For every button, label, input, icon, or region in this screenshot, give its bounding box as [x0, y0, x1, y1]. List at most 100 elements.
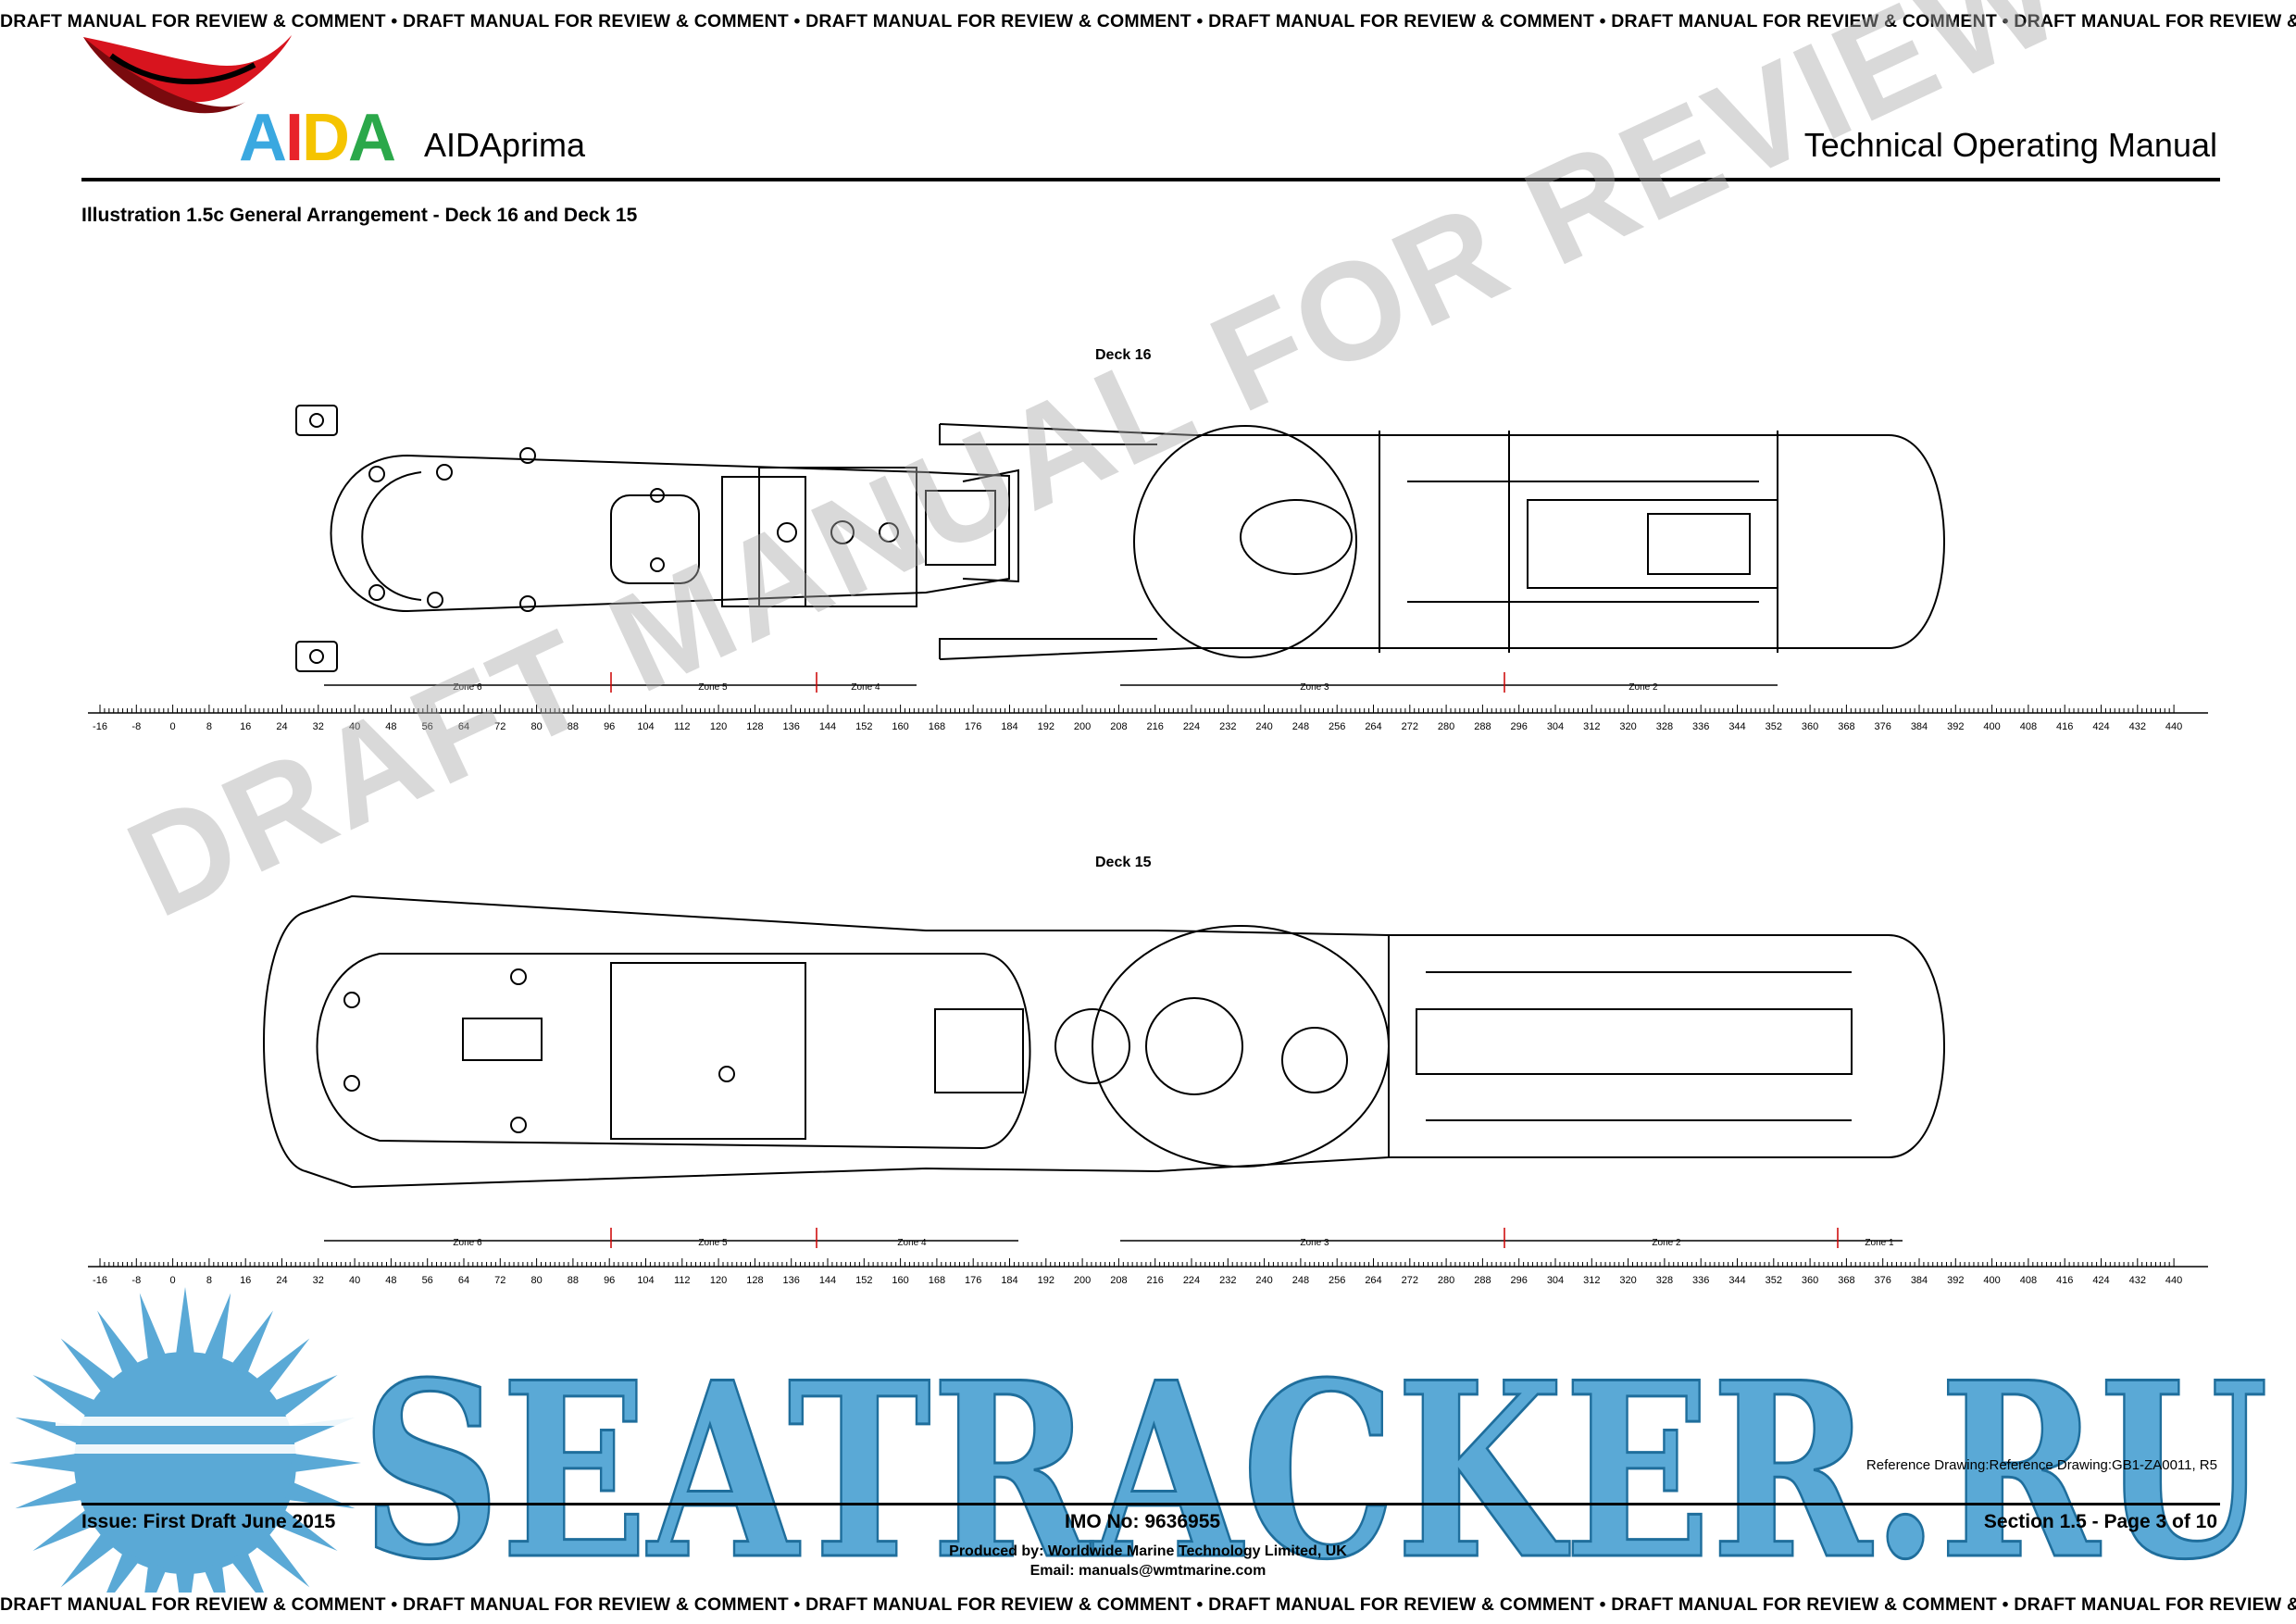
frame-scale-label: 56 [422, 1275, 433, 1286]
frame-scale-label: 280 [1438, 1275, 1454, 1286]
sun-ray [230, 1310, 273, 1376]
frame-scale-label: 88 [568, 721, 579, 732]
frame-scale-label: 40 [349, 1275, 360, 1286]
frame-scale-label: 64 [458, 1275, 469, 1286]
frame-scale-label: 224 [1183, 721, 1200, 732]
sun-ray [32, 1375, 98, 1418]
frame-scale-label: 240 [1255, 1275, 1272, 1286]
frame-scale-label: 208 [1110, 1275, 1127, 1286]
sun-ray [9, 1453, 80, 1473]
frame-scale-label: -16 [93, 721, 107, 732]
frame-scale-label: 288 [1474, 1275, 1491, 1286]
deck-15-plan [263, 894, 1945, 1189]
deck-16-zone-4-label: Zone 4 [851, 682, 880, 693]
deck-15-zone-5-label: Zone 5 [698, 1238, 728, 1248]
sun-ray [144, 1562, 168, 1593]
frame-scale-label: 248 [1292, 721, 1309, 732]
contact-email: Email: manuals@wmtmarine.com [1029, 1563, 1267, 1579]
seatracker-overlay: SEATRACKER.RU [9, 1287, 2270, 1593]
frame-scale-label: 8 [206, 721, 212, 732]
frame-scale-label: 112 [674, 721, 691, 732]
frame-scale-label: 72 [494, 721, 505, 732]
sun-ray [203, 1293, 231, 1364]
frame-scale-label: 120 [710, 1275, 727, 1286]
frame-scale-label: 256 [1329, 721, 1345, 732]
sun-ray [60, 1338, 118, 1395]
frame-scale-label: 360 [1802, 721, 1818, 732]
draft-banner-top: DRAFT MANUAL FOR REVIEW & COMMENT • DRAF… [0, 11, 2296, 31]
frame-scale-label: 200 [1074, 1275, 1091, 1286]
issue-text: Issue: First Draft June 2015 [81, 1511, 336, 1532]
sun-ray [272, 1375, 338, 1418]
frame-scale-label: 440 [2165, 1275, 2182, 1286]
frame-scale-label: 192 [1038, 721, 1054, 732]
frame-scale-label: 272 [1402, 721, 1418, 732]
frame-scale-label: 144 [819, 1275, 836, 1286]
frame-scale-label: 80 [530, 721, 542, 732]
frame-scale-label: 280 [1438, 721, 1454, 732]
frame-scale-label: 0 [170, 1275, 176, 1286]
frame-scale-label: 64 [458, 721, 469, 732]
imo-number: IMO No: 9636955 [1065, 1511, 1221, 1532]
deck-16-zone-5-label: Zone 5 [698, 682, 728, 693]
sun-ray [253, 1530, 310, 1588]
frame-scale-label: 336 [1692, 1275, 1709, 1286]
frame-scale-label: 32 [313, 721, 324, 732]
frame-scale-label: 160 [892, 1275, 908, 1286]
sun-ray [139, 1293, 168, 1364]
deck-16-label: Deck 16 [1095, 347, 1152, 363]
frame-scale-label: 248 [1292, 1275, 1309, 1286]
frame-scale-label: 56 [422, 721, 433, 732]
frame-scale-label: 152 [855, 1275, 872, 1286]
frame-scale-label: 424 [2092, 1275, 2109, 1286]
produced-by: Produced by: Worldwide Marine Technology… [949, 1543, 1347, 1559]
frame-scale-label: 184 [1001, 721, 1017, 732]
frame-scale-label: -8 [131, 1275, 141, 1286]
frame-scale-label: 160 [892, 721, 908, 732]
frame-scale-label: 408 [2020, 1275, 2037, 1286]
frame-scale-label: 224 [1183, 1275, 1200, 1286]
frame-scale-label: 352 [1766, 1275, 1782, 1286]
frame-scale-label: 288 [1474, 721, 1491, 732]
frame-scale-label: 128 [746, 1275, 763, 1286]
frame-scale-label: 416 [2056, 721, 2073, 732]
footer-rule [81, 1503, 2220, 1505]
deck-15-label: Deck 15 [1095, 855, 1152, 870]
sun-ray [230, 1550, 264, 1593]
deck-16-plan [295, 405, 1945, 672]
frame-scale-label: 328 [1656, 721, 1673, 732]
frame-scale-label: 48 [385, 1275, 396, 1286]
frame-scale-label: 112 [674, 1275, 691, 1286]
frame-scale-label: 264 [1365, 1275, 1381, 1286]
frame-scale-label: 200 [1074, 721, 1091, 732]
frame-scale-label: 80 [530, 1275, 542, 1286]
frame-scale-label: 368 [1838, 721, 1854, 732]
frame-scale-label: 264 [1365, 721, 1381, 732]
frame-scale-label: 432 [2129, 1275, 2146, 1286]
deck-15-zone-3-label: Zone 3 [1300, 1238, 1329, 1248]
frame-scale-label: 440 [2165, 721, 2182, 732]
sun-ray [284, 1480, 356, 1509]
frame-scale-label: 8 [206, 1275, 212, 1286]
frame-scale-label: 400 [1983, 1275, 2000, 1286]
sun-ray [291, 1453, 361, 1473]
frame-scale-label: 192 [1038, 1275, 1054, 1286]
frame-scale-label: 24 [276, 721, 287, 732]
frame-scale-label: 144 [819, 721, 836, 732]
frame-scale-label: 232 [1219, 1275, 1236, 1286]
frame-scale-label: 328 [1656, 1275, 1673, 1286]
frame-scale-label: 344 [1728, 721, 1745, 732]
deck-15-zone-4-label: Zone 4 [897, 1238, 927, 1248]
frame-scale-label: 344 [1728, 1275, 1745, 1286]
frame-scale-label: 304 [1547, 1275, 1564, 1286]
deck-16-zone-6-label: Zone 6 [453, 682, 482, 693]
frame-scale-label: 384 [1911, 721, 1928, 732]
frame-scale-label: 360 [1802, 1275, 1818, 1286]
sun-ray [203, 1562, 226, 1593]
frame-scale-label: 136 [783, 721, 800, 732]
frame-scale-label: 16 [240, 1275, 251, 1286]
sun-ray [32, 1507, 98, 1551]
